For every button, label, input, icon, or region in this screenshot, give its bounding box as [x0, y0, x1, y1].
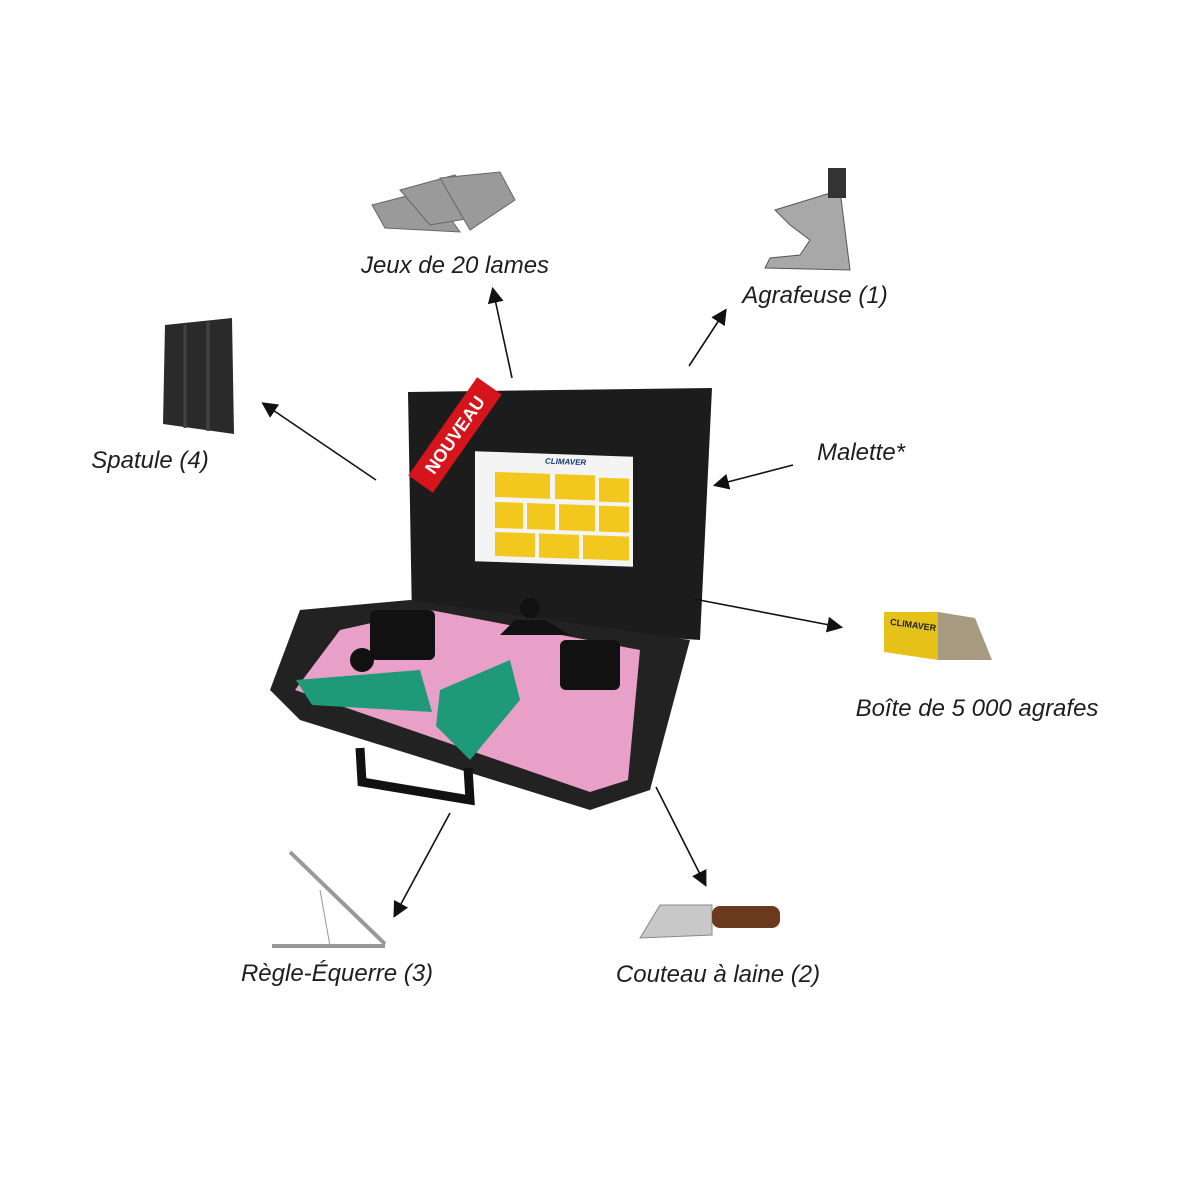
label-square-ruler: Règle-Équerre (3) — [240, 960, 434, 987]
spatula-image — [163, 318, 234, 434]
poster-title: CLIMAVER — [545, 456, 587, 468]
arrow-stapler — [688, 308, 727, 367]
label-blades: Jeux de 20 lames — [360, 252, 550, 279]
instruction-poster: CLIMAVER — [475, 451, 633, 567]
staples-box-image — [884, 612, 992, 660]
label-stapler: Agrafeuse (1) — [742, 282, 888, 309]
arrow-knife — [655, 786, 707, 887]
stapler-image — [764, 168, 851, 271]
arrow-blades — [487, 286, 513, 379]
label-case: Malette* — [816, 439, 906, 466]
arrow-ruler — [393, 812, 451, 918]
blades-image — [371, 171, 516, 233]
arrow-staples-box — [693, 598, 844, 633]
label-knife: Couteau à laine (2) — [615, 961, 821, 988]
arrow-case — [712, 464, 794, 490]
knife-image — [639, 904, 780, 939]
square-ruler-image — [272, 850, 387, 948]
arrow-spatula — [261, 402, 377, 481]
label-spatula: Spatule (4) — [91, 447, 209, 474]
label-staples-box: Boîte de 5 000 agrafes — [855, 695, 1099, 722]
arrows — [261, 286, 844, 918]
